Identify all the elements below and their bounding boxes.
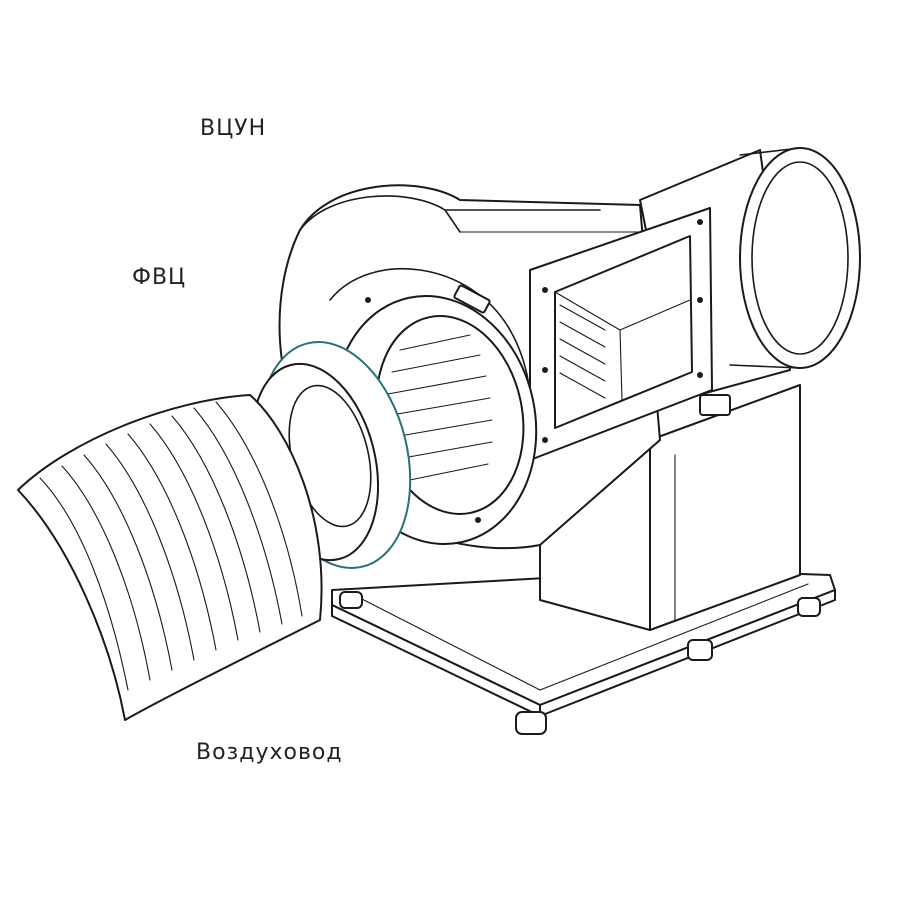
foot-front: [515, 711, 547, 735]
motor-junction: [699, 394, 731, 416]
flange-opening: [554, 235, 693, 429]
motor-end-cap: [739, 147, 861, 369]
base-inner-line: [359, 583, 809, 691]
outlet-blades: [559, 304, 606, 399]
foot-left: [339, 591, 363, 609]
bolt: [542, 437, 548, 443]
outlet-flange: [529, 207, 713, 461]
label-duct: Воздуховод: [196, 740, 343, 765]
label-fan: ВЦУН: [200, 116, 267, 141]
nameplate: [453, 284, 491, 314]
bolt: [542, 287, 548, 293]
foot-right: [797, 597, 821, 617]
air-duct: [17, 394, 323, 721]
motor-pedestal: [539, 384, 801, 631]
duct-ribs: [39, 401, 303, 691]
foot-mid: [687, 639, 713, 661]
label-filter: ФВЦ: [132, 265, 187, 290]
bolt: [697, 297, 703, 303]
bolt: [542, 367, 548, 373]
duct-body: [17, 394, 323, 721]
bolt: [697, 219, 703, 225]
bolt: [697, 372, 703, 378]
